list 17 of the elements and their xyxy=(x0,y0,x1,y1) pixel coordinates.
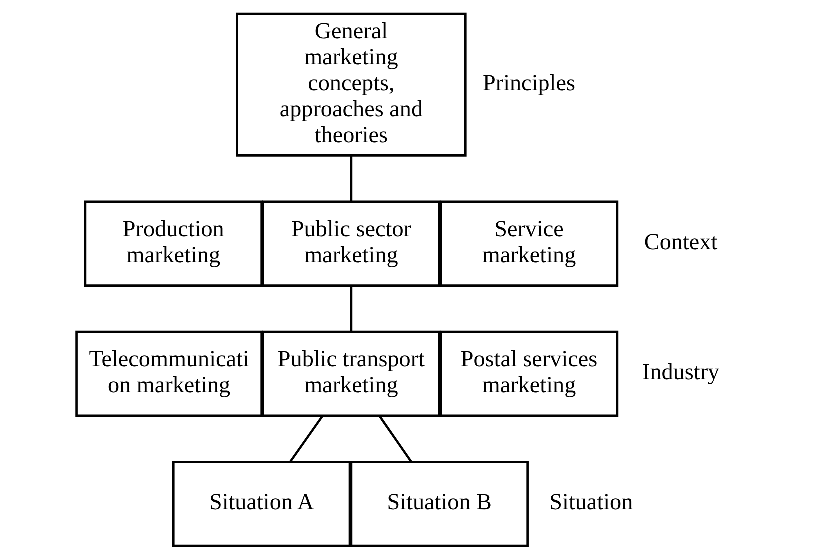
connector xyxy=(378,416,412,462)
node-box: Production marketing xyxy=(84,200,263,287)
node-box: General marketing concepts, approaches and theories xyxy=(236,12,467,157)
node-box: Service marketing xyxy=(440,200,619,287)
node-box: Postal services marketing xyxy=(440,330,619,418)
connector xyxy=(350,156,353,202)
node-box: Public transport marketing xyxy=(262,330,441,418)
node-box: Telecommunicati on marketing xyxy=(76,330,263,418)
connector xyxy=(350,286,353,332)
node-box: Situation A xyxy=(172,461,352,548)
node-box: Public sector marketing xyxy=(262,200,441,287)
label: Situation xyxy=(550,490,634,516)
label: Principles xyxy=(483,70,576,96)
connector xyxy=(290,416,324,462)
label: Industry xyxy=(642,359,720,386)
node-box: Situation B xyxy=(350,461,529,548)
label: Context xyxy=(644,229,718,256)
